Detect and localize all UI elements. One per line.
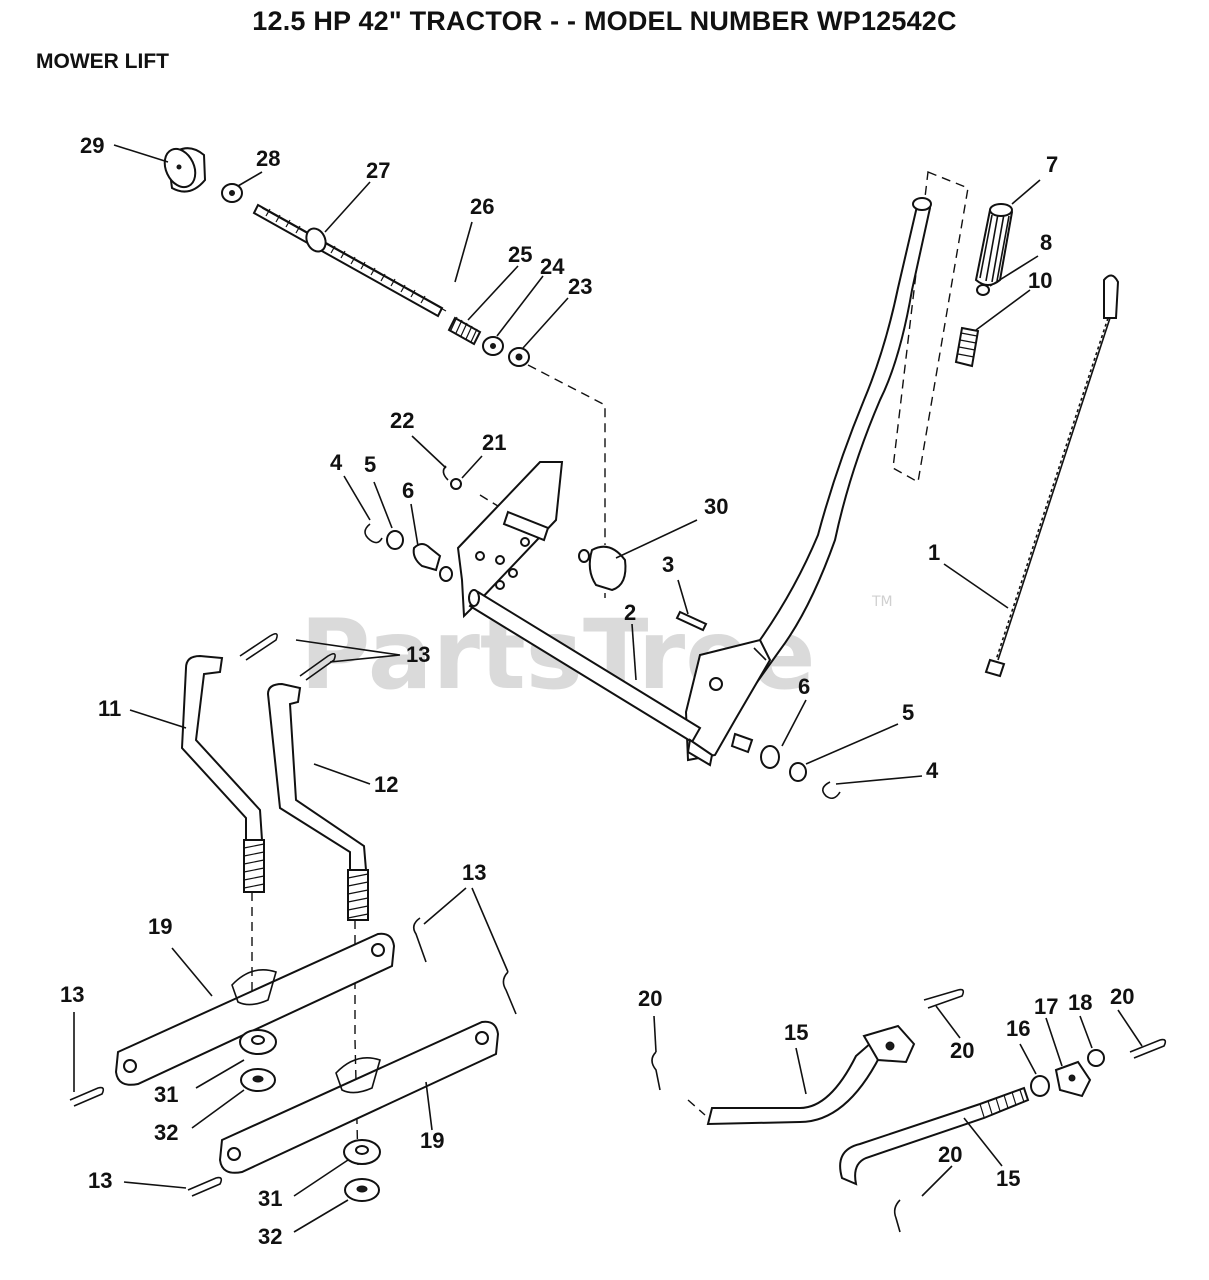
spring-part-25 [447, 316, 482, 346]
callout-5-left: 5 [364, 452, 376, 477]
clip-part-4-right [822, 781, 841, 800]
callout-6-right: 6 [798, 674, 810, 699]
lift-arm-part-19-lower [218, 1020, 500, 1174]
nut-part-32-lower [344, 1178, 380, 1202]
nut-part-32-upper [240, 1068, 276, 1092]
callout-16: 16 [1006, 1016, 1030, 1041]
collar-part-30 [578, 545, 627, 592]
callout-labels: 29 28 27 26 25 24 23 7 8 10 22 21 4 5 6 … [60, 133, 1134, 1249]
button-part-8 [976, 284, 990, 296]
hairpin-clip-part-13-mid-b [502, 971, 517, 1015]
callout-22: 22 [390, 408, 414, 433]
hairpin-clip-part-13-upper-b [299, 652, 336, 681]
section-title: MOWER LIFT [36, 50, 169, 73]
callout-17: 17 [1034, 994, 1058, 1019]
callout-13-bottom: 13 [88, 1168, 112, 1193]
callout-1: 1 [928, 540, 940, 565]
callout-20-bottom: 20 [938, 1142, 962, 1167]
callout-18: 18 [1068, 990, 1092, 1015]
callout-8: 8 [1040, 230, 1052, 255]
grip-part-7 [974, 203, 1014, 286]
callout-20-left: 20 [638, 986, 662, 1011]
callout-30: 30 [704, 494, 728, 519]
hairpin-clip-part-20-right [1129, 1038, 1167, 1059]
washer-part-24 [482, 336, 504, 356]
callout-31-lower: 31 [258, 1186, 282, 1211]
callout-11: 11 [98, 696, 121, 721]
hairpin-clip-part-13-upper-a [239, 632, 278, 661]
callout-leader-lines [73, 144, 1143, 1233]
callout-23: 23 [568, 274, 592, 299]
mounting-bracket-plate [456, 461, 564, 619]
callout-32-upper: 32 [154, 1120, 178, 1145]
callout-32-lower: 32 [258, 1224, 282, 1249]
lift-link-part-12 [266, 682, 369, 921]
washer-part-28 [221, 183, 243, 203]
callout-26: 26 [470, 194, 494, 219]
callout-19-upper: 19 [148, 914, 172, 939]
bushing-part-31-upper [239, 1029, 277, 1055]
clip-part-4-left [364, 523, 383, 544]
callout-15-lower: 15 [996, 1166, 1020, 1191]
threaded-rod-part-27 [252, 203, 447, 318]
lift-handle-lever [684, 197, 932, 762]
hairpin-clip-part-13-left [69, 1086, 105, 1107]
callout-6-left: 6 [402, 478, 414, 503]
lift-arm-part-19-upper [114, 932, 396, 1086]
nut-part-18 [1087, 1049, 1105, 1067]
rod-part-15-lower [839, 1086, 1030, 1186]
callout-28: 28 [256, 146, 280, 171]
washer-part-21 [450, 478, 462, 490]
callout-15-upper: 15 [784, 1020, 808, 1045]
callout-24: 24 [540, 254, 565, 279]
callout-19-lower: 19 [420, 1128, 444, 1153]
callout-13-upper: 13 [406, 642, 430, 667]
callout-25: 25 [508, 242, 532, 267]
swivel-block-upper [862, 1024, 916, 1064]
rod-part-15-upper [706, 1040, 882, 1126]
callout-13-left: 13 [60, 982, 84, 1007]
callout-3: 3 [662, 552, 674, 577]
bushing-part-6-left [412, 543, 453, 582]
callout-13-mid: 13 [462, 860, 486, 885]
callout-4-right: 4 [926, 758, 939, 783]
hairpin-clip-part-20-bottom [893, 1199, 901, 1233]
bushing-part-31-lower [343, 1139, 381, 1165]
rod-part-1 [984, 274, 1120, 678]
hairpin-clip-part-13-mid-a [412, 917, 427, 963]
washer-part-5-right [789, 762, 807, 782]
pin-part-3 [675, 610, 708, 632]
callout-2: 2 [624, 600, 636, 625]
page-title: 12.5 HP 42" TRACTOR - - MODEL NUMBER WP1… [252, 6, 957, 36]
callout-27: 27 [366, 158, 390, 183]
callout-7: 7 [1046, 152, 1058, 177]
block-part-17 [1054, 1060, 1092, 1098]
washer-part-16 [1030, 1075, 1050, 1097]
callout-20-right: 20 [1110, 984, 1134, 1009]
spring-part-10 [954, 326, 980, 368]
knob-part-29 [163, 147, 207, 193]
callout-21: 21 [482, 430, 506, 455]
washer-part-5-left [386, 530, 404, 550]
callout-10: 10 [1028, 268, 1052, 293]
callout-31-upper: 31 [154, 1082, 178, 1107]
nut-part-23 [508, 347, 530, 367]
hairpin-clip-part-20-upper [923, 988, 965, 1009]
callout-5-right: 5 [902, 700, 914, 725]
callout-29: 29 [80, 133, 104, 158]
watermark-trademark: TM [871, 594, 893, 610]
shaft-part-2 [468, 589, 714, 767]
callout-20-upper: 20 [950, 1038, 974, 1063]
hairpin-clip-part-13-bottom [187, 1176, 223, 1197]
bushing-part-6-right [730, 732, 780, 769]
callout-12: 12 [374, 772, 398, 797]
hairpin-clip-part-20-left [651, 1051, 661, 1091]
lift-link-part-11 [180, 654, 265, 893]
callout-4-left: 4 [330, 450, 343, 475]
